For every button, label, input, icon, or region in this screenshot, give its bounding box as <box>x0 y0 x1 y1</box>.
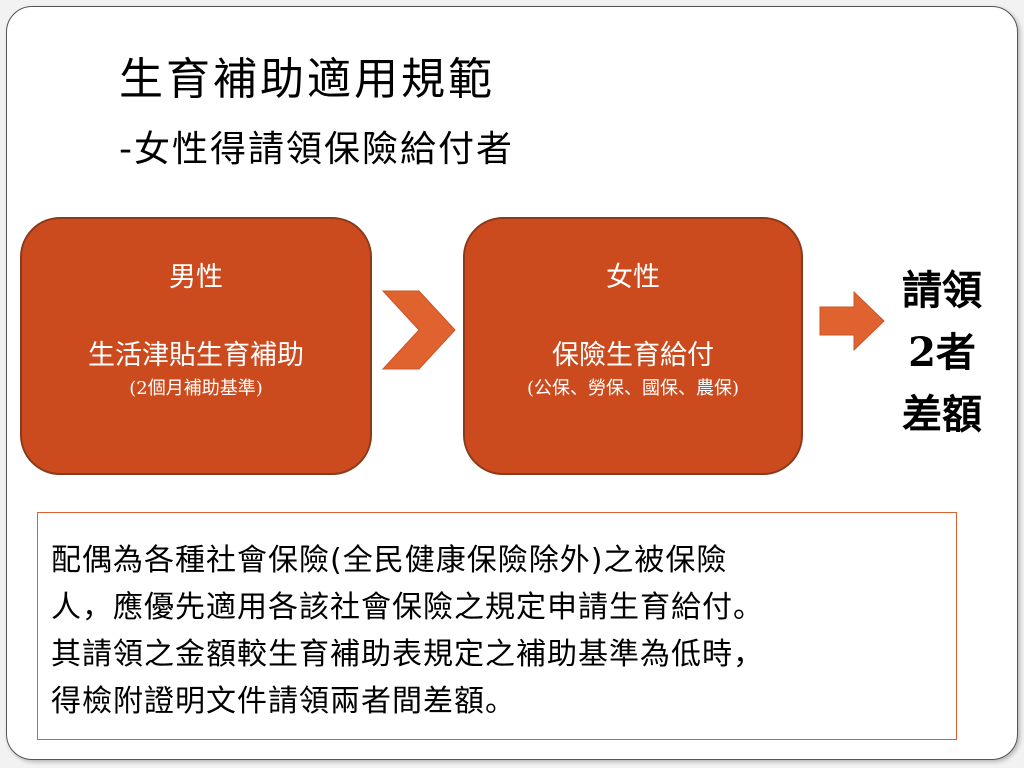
female-box: 女性 保險生育給付 (公保、勞保、國保、農保) <box>463 217 803 475</box>
male-benefit: 生活津貼生育補助 <box>88 340 304 371</box>
note-line: 其請領之金額較生育補助表規定之補助基準為低時， <box>51 637 764 672</box>
slide-title: 生育補助適用規範 <box>119 54 495 105</box>
arrow-right-icon <box>819 290 885 352</box>
slide-subtitle: -女性得請領保險給付者 <box>119 129 514 170</box>
result-line: 差額 <box>902 391 982 438</box>
note-box: 配偶為各種社會保險(全民健康保險除外)之被保險 人，應優先適用各該社會保險之規定… <box>37 512 957 740</box>
note-text: 配偶為各種社會保險(全民健康保險除外)之被保險 人，應優先適用各該社會保險之規定… <box>51 537 953 725</box>
slide-frame: 生育補助適用規範 -女性得請領保險給付者 男性 生活津貼生育補助 (2個月補助基… <box>6 6 1018 760</box>
note-line: 配偶為各種社會保險(全民健康保險除外)之被保險 <box>51 543 728 578</box>
note-line: 得檢附證明文件請領兩者間差額。 <box>51 684 516 719</box>
male-heading: 男性 <box>169 262 223 293</box>
male-box: 男性 生活津貼生育補助 (2個月補助基準) <box>20 217 372 475</box>
female-benefit-note: (公保、勞保、國保、農保) <box>526 378 740 399</box>
result-text: 請領 2者 差額 <box>887 260 997 446</box>
chevron-right-icon <box>381 290 456 370</box>
male-benefit-note: (2個月補助基準) <box>129 378 263 399</box>
female-benefit: 保險生育給付 <box>552 340 714 371</box>
result-line: 2者 <box>908 329 976 376</box>
note-line: 人，應優先適用各該社會保險之規定申請生育給付。 <box>51 590 764 625</box>
result-line: 請領 <box>902 267 982 314</box>
female-heading: 女性 <box>606 262 660 293</box>
